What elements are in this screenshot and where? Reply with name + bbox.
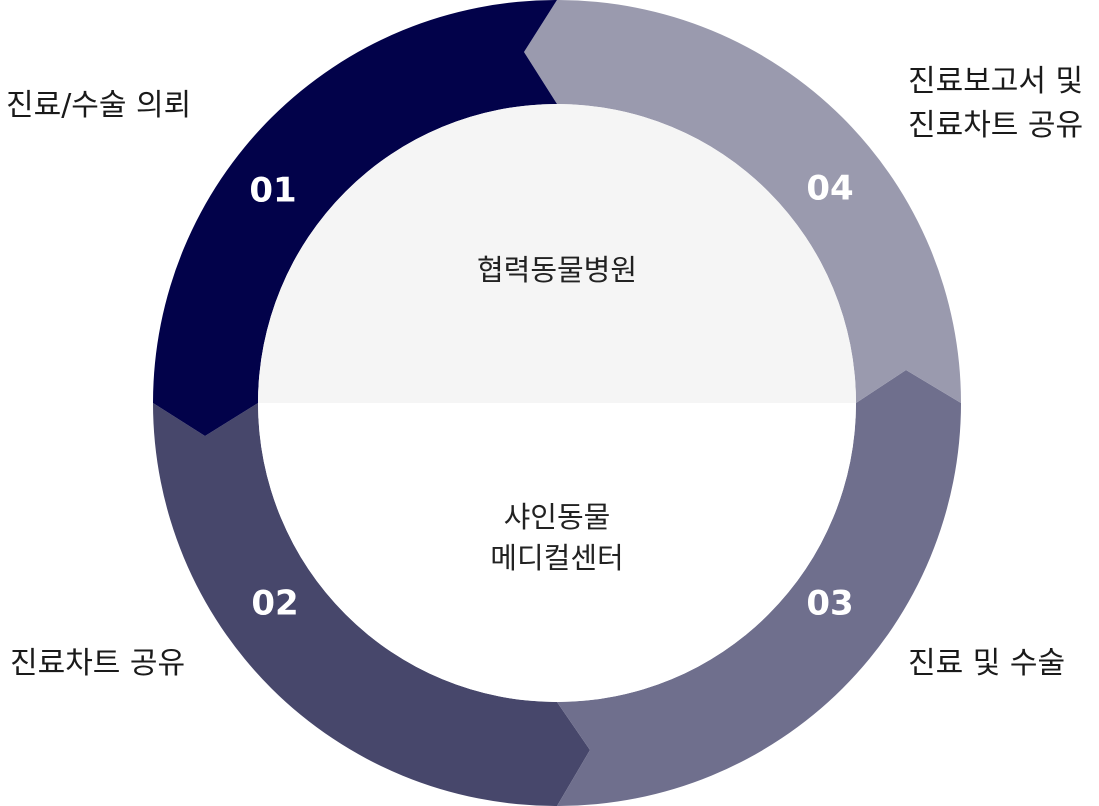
center-top-half xyxy=(258,104,856,403)
step-label-04-line2: 진료차트 공유 xyxy=(908,108,1084,143)
center-bottom-label-line2: 메디컬센터 xyxy=(490,541,623,575)
step-label-01-line1: 진료/수술 의뢰 xyxy=(6,88,192,123)
step-number-03: 03 xyxy=(806,584,853,624)
step-label-02: 진료차트 공유 xyxy=(10,642,185,686)
step-label-04: 진료보고서 및 진료차트 공유 xyxy=(908,60,1083,148)
step-label-03-line1: 진료 및 수술 xyxy=(908,646,1066,681)
segment-01 xyxy=(153,0,557,436)
step-label-04-line1: 진료보고서 및 xyxy=(908,64,1084,99)
center-top-label: 협력동물병원 xyxy=(477,253,637,287)
center-bottom-label-line1: 샤인동물 xyxy=(504,500,611,534)
step-label-03: 진료 및 수술 xyxy=(908,642,1065,686)
step-label-01: 진료/수술 의뢰 xyxy=(6,84,191,128)
step-number-04: 04 xyxy=(806,169,853,209)
step-number-01: 01 xyxy=(249,171,296,211)
step-label-02-line1: 진료차트 공유 xyxy=(10,646,186,681)
center-bottom-half xyxy=(258,403,856,702)
segment-04 xyxy=(524,0,961,403)
segment-02 xyxy=(153,403,590,806)
segment-03 xyxy=(557,370,961,806)
step-number-02: 02 xyxy=(251,584,298,624)
